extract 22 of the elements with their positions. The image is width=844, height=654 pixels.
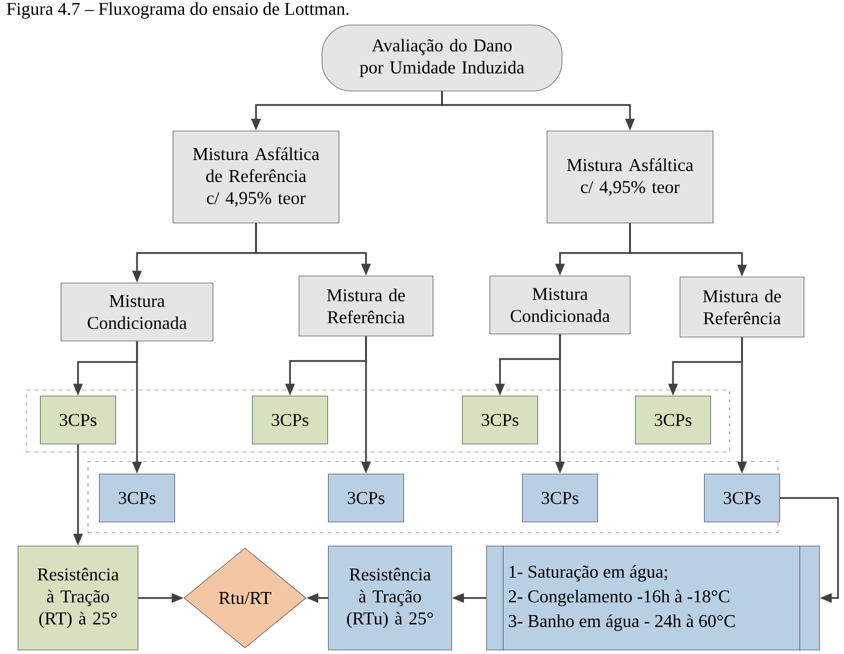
- group-frame: [26, 390, 730, 452]
- process-box: Mistura Asfáltica c/ 4,95% teor: [546, 130, 714, 224]
- group-frame: [88, 461, 778, 533]
- sample-box: 3CPs: [522, 474, 598, 522]
- sample-box: 3CPs: [99, 474, 175, 522]
- process-box: Mistura Asfáltica de Referência c/ 4,95% teor: [172, 130, 340, 224]
- process-box: Resistência à Tração (RTu) à 25°: [328, 546, 452, 650]
- sample-box: 3CPs: [40, 396, 116, 444]
- start-terminal: Avaliação do Dano por Umidade Induzida: [322, 24, 562, 92]
- process-box: Resistência à Tração (RT) à 25°: [18, 546, 138, 650]
- sample-box: 3CPs: [704, 474, 780, 522]
- sample-box: 3CPs: [635, 396, 711, 444]
- sample-box: 3CPs: [328, 474, 404, 522]
- arrow: [780, 497, 839, 603]
- process-box: Mistura Condicionada: [490, 276, 630, 334]
- sample-box: 3CPs: [462, 396, 538, 444]
- process-box: Mistura de Referência: [298, 276, 434, 336]
- title: Figura 4.7 – Fluxograma do ensaio de Lottman.: [6, 2, 349, 19]
- sample-box: 3CPs: [252, 396, 328, 444]
- predefined-process-box: 1- Saturação em água; 2- Congelamento -16h à -18°C 3- Banho em água - 24h à 60°C: [486, 545, 820, 651]
- process-box: Mistura de Referência: [680, 276, 804, 338]
- process-box: Mistura Condicionada: [60, 282, 214, 342]
